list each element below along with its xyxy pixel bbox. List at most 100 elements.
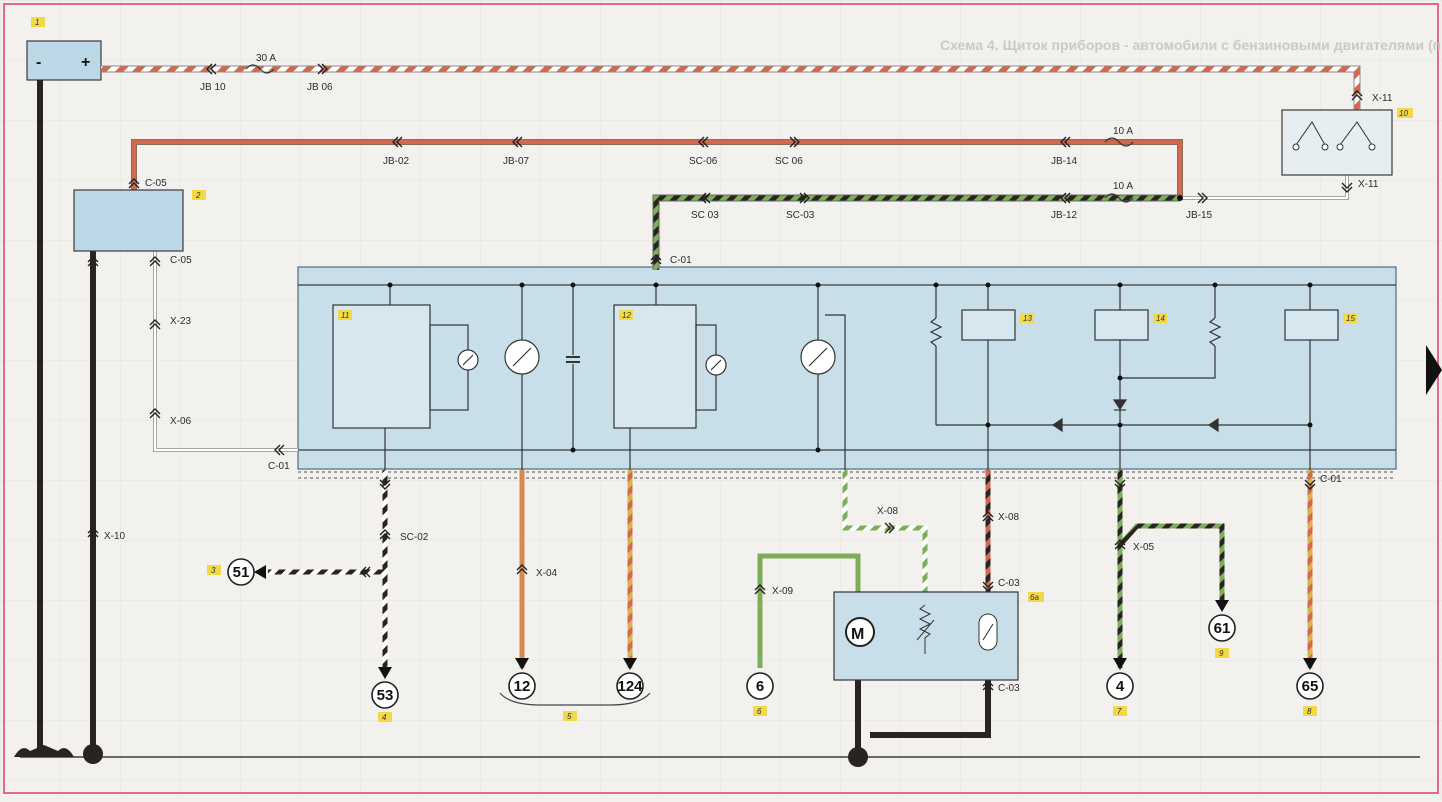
- instrument-cluster-panel: [297, 266, 1397, 470]
- ref-12: 12: [622, 311, 631, 320]
- conn-c01right: C-01: [1320, 474, 1342, 485]
- terminal-circle-53[interactable]: [371, 681, 399, 709]
- ground-points: [14, 744, 868, 767]
- ref-label-5: 5: [567, 712, 572, 721]
- wires: [37, 65, 1361, 757]
- conn-x04: X-04: [536, 568, 558, 579]
- conn-x11bot: X-11: [1358, 179, 1379, 190]
- terminal-label-53: 53: [377, 687, 394, 704]
- conn-c01left: C-01: [268, 461, 290, 472]
- wire-green-striped: [653, 195, 1180, 270]
- conn-x10: X-10: [104, 531, 126, 542]
- conn-sc06a: SC-06: [689, 156, 718, 167]
- fuse-10a-2-label: 10 A: [1113, 181, 1133, 192]
- connector-labels: JB 10 JB 06 JB-02 JB-07 SC-06 SC 06 JB-1…: [87, 63, 1393, 694]
- page-border: [3, 3, 1439, 794]
- terminal-label-6: 6: [756, 678, 764, 695]
- terminal-circle-65[interactable]: [1296, 672, 1324, 700]
- conn-x09: X-09: [772, 586, 794, 597]
- ref-label-4: 4: [382, 713, 387, 722]
- battery-ref: 1: [35, 18, 39, 27]
- component-refs: 11 12 13 14 15: [338, 310, 1357, 323]
- module-10: 10: [1281, 108, 1413, 176]
- ref-tag-7: [1113, 706, 1127, 716]
- terminal-arrow-12: [515, 658, 529, 670]
- ref-tag-5: [563, 711, 577, 721]
- module-2-ref: 2: [195, 191, 201, 200]
- module-2: 2: [73, 189, 206, 252]
- terminal-label-51: 51: [233, 564, 250, 581]
- terminal-circle-61[interactable]: [1208, 614, 1236, 642]
- terminal-circle-4[interactable]: [1106, 672, 1134, 700]
- fuse-10a-2-icon: [1104, 193, 1134, 203]
- conn-x23: X-23: [170, 316, 192, 327]
- conn-c05a: C-05: [145, 178, 167, 189]
- wire-c05: [153, 251, 298, 452]
- wire-6: [757, 553, 861, 668]
- terminal-circle-6[interactable]: [746, 672, 774, 700]
- ref-6a: 6a: [1030, 593, 1039, 602]
- right-arrow-icon[interactable]: [1426, 345, 1442, 395]
- ref-tag-3: [207, 565, 221, 575]
- fuse-10a-1-label: 10 A: [1113, 126, 1133, 137]
- conn-c01top: C-01: [670, 255, 692, 266]
- ref-label-7: 7: [1117, 707, 1122, 716]
- wire-battery-main: [101, 66, 1360, 110]
- ref-tag-6: [753, 706, 767, 716]
- ref-tag-9: [1215, 648, 1229, 658]
- conn-sc03a: SC 03: [691, 210, 719, 221]
- wire-jb15: [1180, 175, 1349, 200]
- motor-symbol: M: [851, 626, 864, 643]
- battery: - + 1: [26, 17, 102, 81]
- terminal-label-61: 61: [1214, 620, 1231, 637]
- ref-label-9: 9: [1219, 649, 1224, 658]
- fuse-10a-1-icon: [1104, 137, 1134, 147]
- terminal-group: 51 3 53 4 12 124 6 6 4 7 61 9 65 8 5: [207, 558, 1324, 722]
- conn-x08b: X-08: [998, 512, 1020, 523]
- ref-tag-4: [378, 712, 392, 722]
- conn-jb14: JB-14: [1051, 156, 1078, 167]
- ref-label-8: 8: [1307, 707, 1312, 716]
- ref-tag-8: [1303, 706, 1317, 716]
- terminal-arrow-65: [1303, 658, 1317, 670]
- conn-sc06b: SC 06: [775, 156, 803, 167]
- battery-plus: +: [81, 54, 90, 71]
- fuses: 30 A 10 A 10 A: [245, 53, 1183, 203]
- terminal-circle-124[interactable]: [616, 672, 644, 700]
- terminal-label-12: 12: [514, 678, 531, 695]
- battery-minus: -: [36, 54, 41, 71]
- ref-label-6: 6: [757, 707, 762, 716]
- motor-icon: [845, 617, 875, 647]
- fuse-30a-icon: [245, 64, 275, 74]
- diagram-title: Схема 4. Щиток приборов - автомобили с б…: [940, 37, 1442, 53]
- conn-jb07: JB-07: [503, 156, 530, 167]
- ref-11: 11: [341, 311, 349, 320]
- wire-c03-ground: [870, 680, 991, 738]
- terminal-arrow-4: [1113, 658, 1127, 670]
- conn-jb12: JB-12: [1051, 210, 1078, 221]
- conn-jb10: JB 10: [200, 82, 226, 93]
- ref-label-3: 3: [211, 566, 216, 575]
- conn-jb06: JB 06: [307, 82, 333, 93]
- motor-module-6a: M 6a: [833, 591, 1044, 681]
- conn-x08a: X-08: [877, 506, 899, 517]
- terminal-circle-12[interactable]: [508, 672, 536, 700]
- conn-x11top: X-11: [1372, 93, 1393, 104]
- terminal-arrow-61: [1215, 600, 1229, 612]
- wire-61: [1118, 523, 1225, 605]
- terminal-label-65: 65: [1302, 678, 1319, 695]
- terminal-arrow-124: [623, 658, 637, 670]
- ref-14: 14: [1156, 314, 1165, 323]
- cluster-internals: [332, 282, 1339, 470]
- conn-c05b: C-05: [170, 255, 192, 266]
- conn-c03bot: C-03: [998, 683, 1020, 694]
- wire-x08a: [842, 470, 928, 592]
- terminal-label-4: 4: [1116, 678, 1125, 695]
- conn-jb02: JB-02: [383, 156, 410, 167]
- conn-x05: X-05: [1133, 542, 1155, 553]
- ref-13: 13: [1023, 314, 1032, 323]
- terminal-label-124: 124: [617, 678, 643, 695]
- terminal-arrow-53: [378, 667, 392, 679]
